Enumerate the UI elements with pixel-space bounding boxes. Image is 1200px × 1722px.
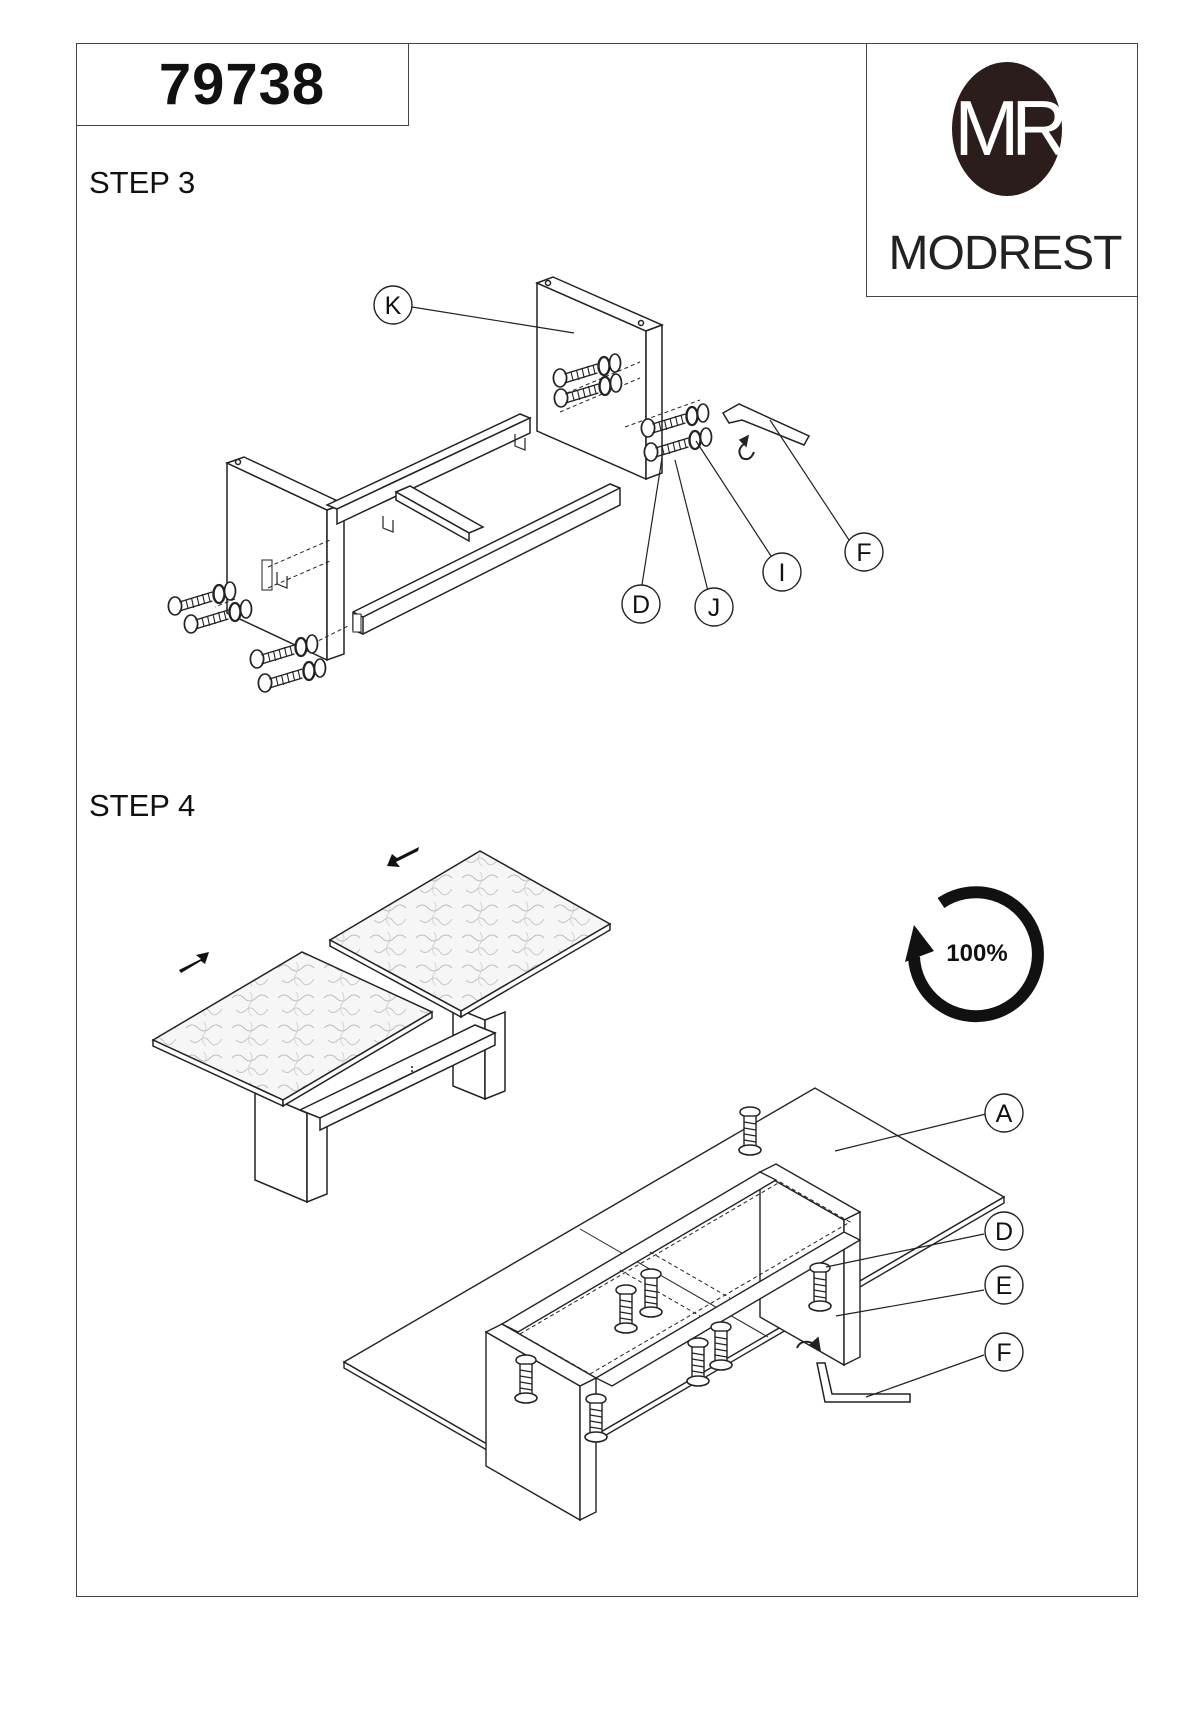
callout-a-label: A xyxy=(996,1100,1013,1128)
step-4-title: STEP 4 xyxy=(89,788,196,823)
callout-k: K xyxy=(373,285,413,325)
model-number-box: 79738 xyxy=(76,43,409,126)
callout-j: J xyxy=(694,587,734,627)
step-4-table-exploded xyxy=(151,850,612,1204)
callout-i-label: I xyxy=(779,559,786,587)
callout-a: A xyxy=(984,1093,1024,1133)
step-3-callouts: K D J I F xyxy=(373,285,884,627)
instruction-sheet-frame xyxy=(76,43,1138,1597)
full-turn-label: 100% xyxy=(946,940,1007,967)
callout-j-label: J xyxy=(708,594,721,622)
full-turn-badge: 100% xyxy=(905,886,1044,1023)
callout-f: F xyxy=(844,532,884,572)
callout-d-step-4-label: D xyxy=(995,1218,1013,1246)
brand-name: MODREST xyxy=(889,227,1123,280)
callout-i: I xyxy=(762,552,802,592)
slide-arrow-icons xyxy=(179,847,419,973)
allen-key-icon xyxy=(721,403,811,461)
step-3-title: STEP 3 xyxy=(89,165,196,200)
callout-k-label: K xyxy=(385,292,402,320)
callout-d-label: D xyxy=(632,591,650,619)
brand-initials: MR xyxy=(954,84,1064,172)
callout-f-step-4-label: F xyxy=(996,1339,1011,1367)
brand-logo-box: MR MODREST xyxy=(866,43,1138,297)
model-number: 79738 xyxy=(158,51,326,117)
step-4-callouts: A D E F xyxy=(984,1093,1024,1372)
allen-key-step-4-icon xyxy=(796,1336,911,1403)
step-4-leaders xyxy=(825,1113,987,1398)
step-3-leaders xyxy=(411,306,850,592)
callout-e-label: E xyxy=(996,1272,1013,1300)
callout-d: D xyxy=(621,584,661,624)
callout-e: E xyxy=(984,1265,1024,1305)
callout-d-step-4: D xyxy=(984,1211,1024,1251)
callout-f-step-4: F xyxy=(984,1332,1024,1372)
callout-f-label: F xyxy=(856,539,871,567)
brand-logo-icon: MR MODREST xyxy=(889,62,1123,280)
